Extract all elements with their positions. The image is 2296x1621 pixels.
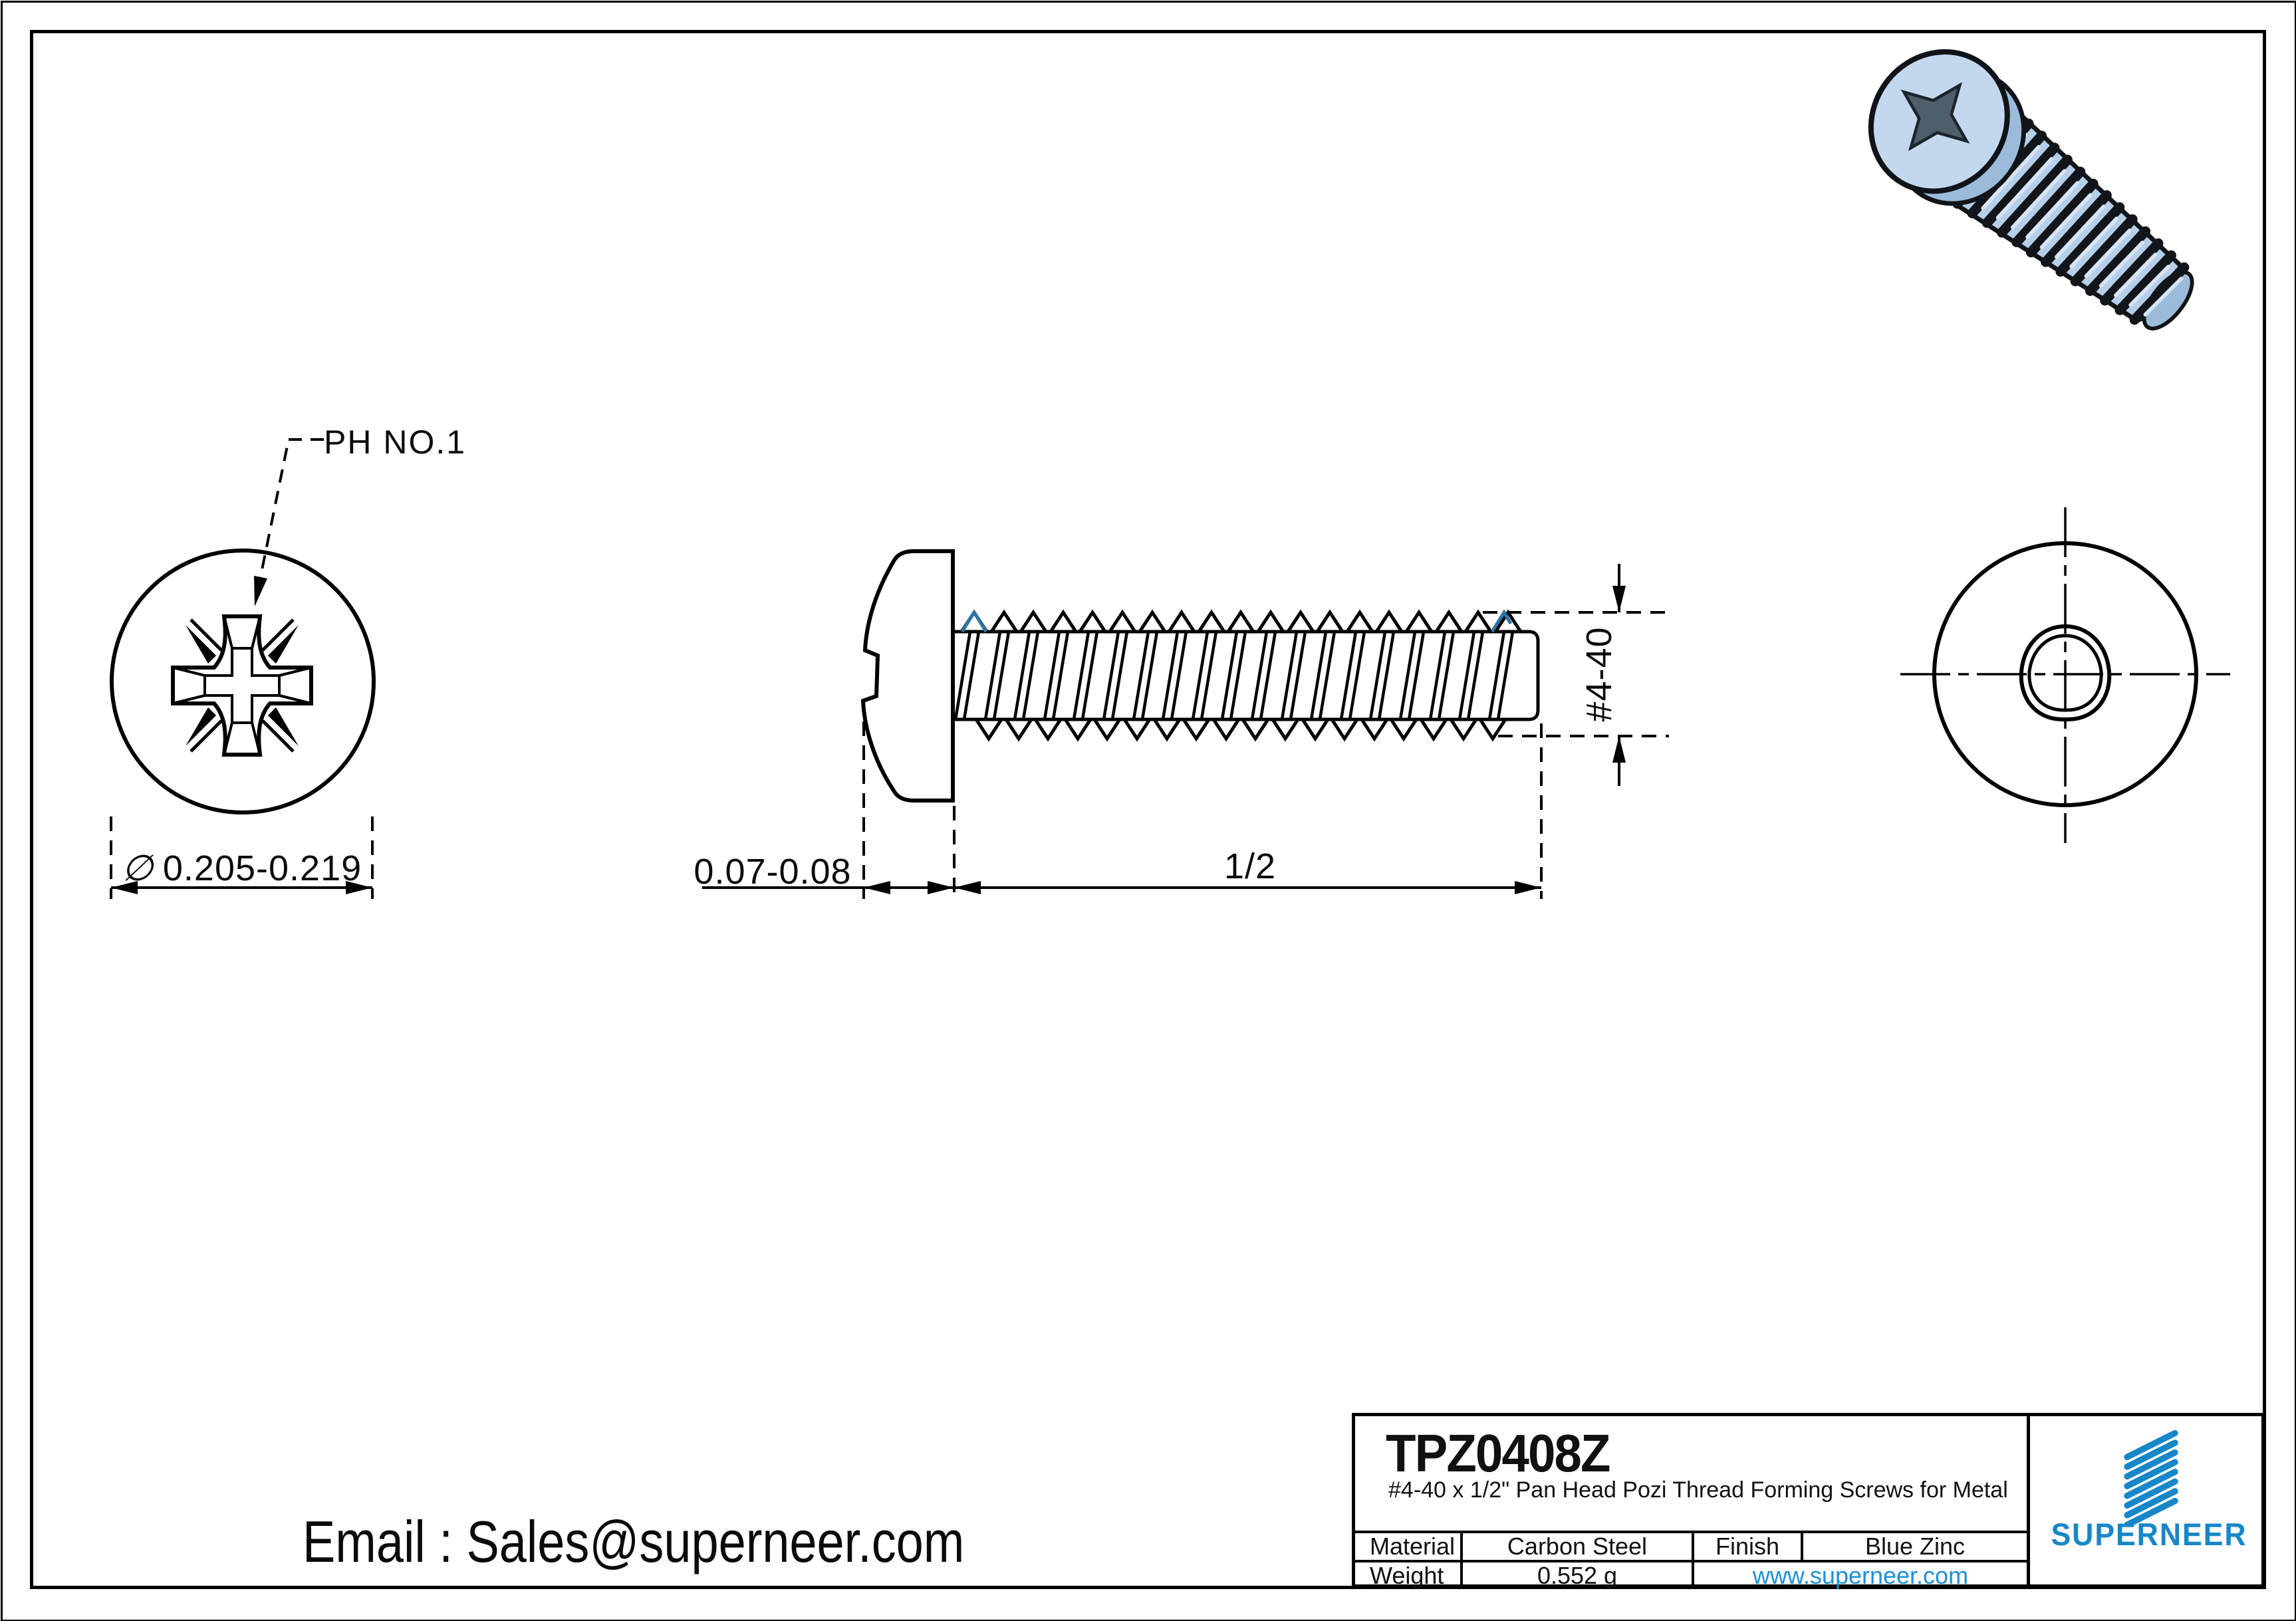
diameter-symbol: ∅ <box>121 848 154 888</box>
table-row: Weight 0.552 g www.superneer.com <box>1355 1562 2027 1589</box>
contact-email: Email : Sales@superneer.com <box>303 1509 965 1574</box>
finish-label: Finish <box>1694 1533 1803 1560</box>
thread-length-dimension: 1/2 <box>1223 846 1277 886</box>
inner-border <box>30 30 2266 1589</box>
pozi-recess-icon <box>1900 82 1970 152</box>
material-value: Carbon Steel <box>1463 1533 1694 1560</box>
screw-3d-render <box>1868 49 2194 330</box>
part-description: #4-40 x 1/2" Pan Head Pozi Thread Formin… <box>1388 1477 2008 1503</box>
title-block: TPZ0408Z #4-40 x 1/2" Pan Head Pozi Thre… <box>1352 1413 2268 1589</box>
weight-label: Weight <box>1355 1562 1463 1589</box>
screw-side-view <box>702 549 1669 899</box>
logo-cell: SUPERNEER <box>2027 1416 2268 1584</box>
brand-name: SUPERNEER <box>2051 1517 2247 1552</box>
screw-end-view <box>1900 507 2230 843</box>
table-row: Material Carbon Steel Finish Blue Zinc <box>1355 1533 2027 1562</box>
finish-value: Blue Zinc <box>1864 1533 1966 1560</box>
head-diameter-dimension: ∅0.205-0.219 <box>111 847 372 889</box>
website-link[interactable]: www.superneer.com <box>1752 1562 1969 1589</box>
head-diameter-value: 0.205-0.219 <box>162 848 362 888</box>
logo-stripes-icon <box>2124 1430 2178 1527</box>
head-front-view <box>110 438 376 899</box>
head-height-dimension: 0.07-0.08 <box>694 852 852 892</box>
spec-table: Material Carbon Steel Finish Blue Zinc W… <box>1355 1531 2027 1589</box>
drive-callout-label: PH NO.1 <box>324 424 467 461</box>
thread-size-dimension: #4-40 <box>1579 626 1619 722</box>
weight-value: 0.552 g <box>1463 1562 1694 1589</box>
material-label: Material <box>1355 1533 1463 1560</box>
part-number: TPZ0408Z <box>1386 1424 1610 1483</box>
